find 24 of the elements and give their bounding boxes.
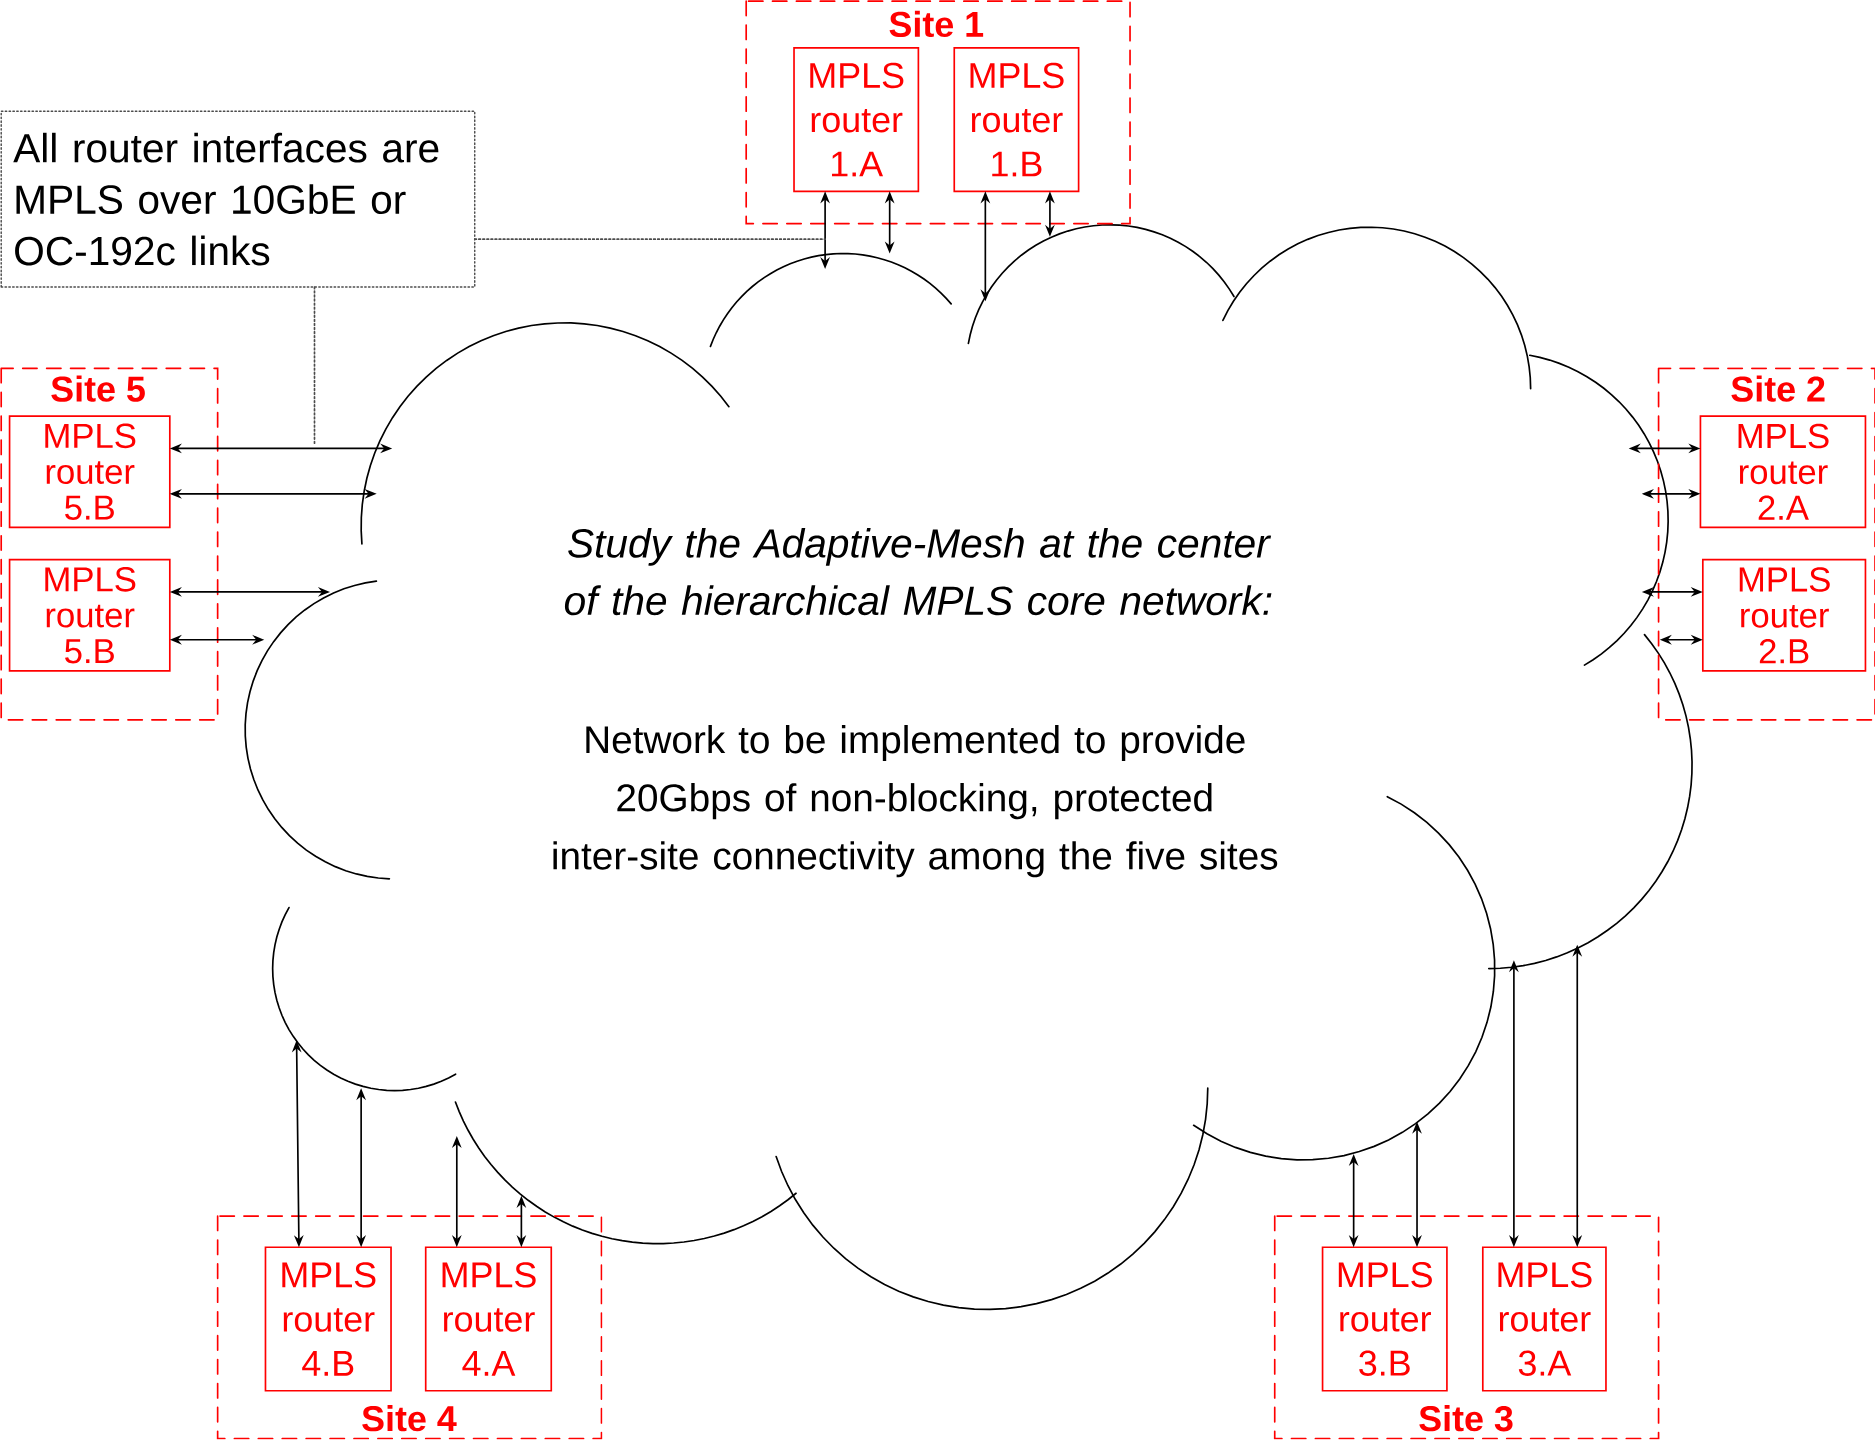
site-label: Site 4 [362,1405,457,1432]
router-box: MPLS router 4.B [264,1246,392,1392]
note-box: All router interfaces are MPLS over 10GbE or OC-192c links [0,110,476,288]
router-box: MPLS router 2.A [1699,415,1867,529]
router-box: MPLS router 1.A [793,47,920,193]
site-box [216,1215,603,1440]
router-box: MPLS router 5.B [8,558,171,672]
site-box [0,367,219,721]
site-label: Site 5 [51,375,145,402]
router-box: MPLS router 1.B [953,47,1080,193]
site-box [745,0,1131,225]
cloud-text: Study the Adaptive-Mesh at the center of the hierarchical MPLS core network: [564,528,1272,616]
cloud-text: Network to be implemented to provide 20Gbps of non-blocking, protected inter-site connectivity among the five sites [553,725,1278,878]
router-box: MPLS router 5.B [8,415,171,529]
router-box: MPLS router 3.A [1481,1246,1607,1392]
leader-line [313,286,316,446]
router-box: MPLS router 2.B [1702,558,1867,672]
router-box: MPLS router 3.B [1321,1246,1448,1392]
router-box: MPLS router 4.A [424,1246,553,1392]
site-label: Site 1 [889,10,984,38]
leader-line [473,238,826,241]
site-label: Site 3 [1419,1405,1513,1432]
site-label: Site 2 [1731,375,1825,402]
site-box [1273,1215,1660,1440]
